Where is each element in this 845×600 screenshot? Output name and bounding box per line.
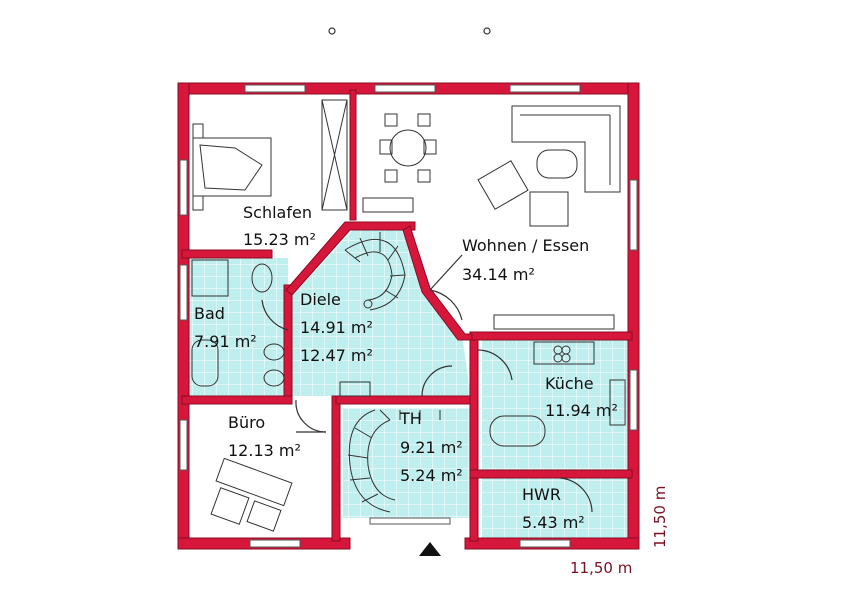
label-schlafen: Schlafen [243,203,312,222]
area-schlafen: 15.23 m² [243,230,316,249]
label-buero: Büro [228,413,265,432]
furniture [191,99,626,532]
area-buero: 12.13 m² [228,441,301,460]
area-th: 9.21 m² [400,438,463,457]
label-th: TH [399,409,422,428]
north-marker-icon [328,27,336,35]
area-diele: 14.91 m² [300,318,373,337]
dimension-depth: 11,50 m [651,486,669,548]
label-bad: Bad [194,304,225,323]
label-kueche: Küche [545,374,594,393]
area-kueche: 11.94 m² [545,401,618,420]
area-th-2: 5.24 m² [400,466,463,485]
label-hwr: HWR [522,485,561,504]
label-wohnen: Wohnen / Essen [462,236,589,255]
label-diele: Diele [300,290,341,309]
area-diele-2: 12.47 m² [300,346,373,365]
dimension-width: 11,50 m [570,559,632,577]
entrance-arrow-icon [419,542,441,556]
area-hwr: 5.43 m² [522,513,585,532]
doors [261,254,593,513]
area-bad: 7.91 m² [194,332,257,351]
stair-th [347,409,441,513]
stair-diele [344,232,406,311]
windows [179,84,638,548]
area-wohnen: 34.14 m² [462,265,535,284]
north-marker-icon-2 [483,27,491,35]
